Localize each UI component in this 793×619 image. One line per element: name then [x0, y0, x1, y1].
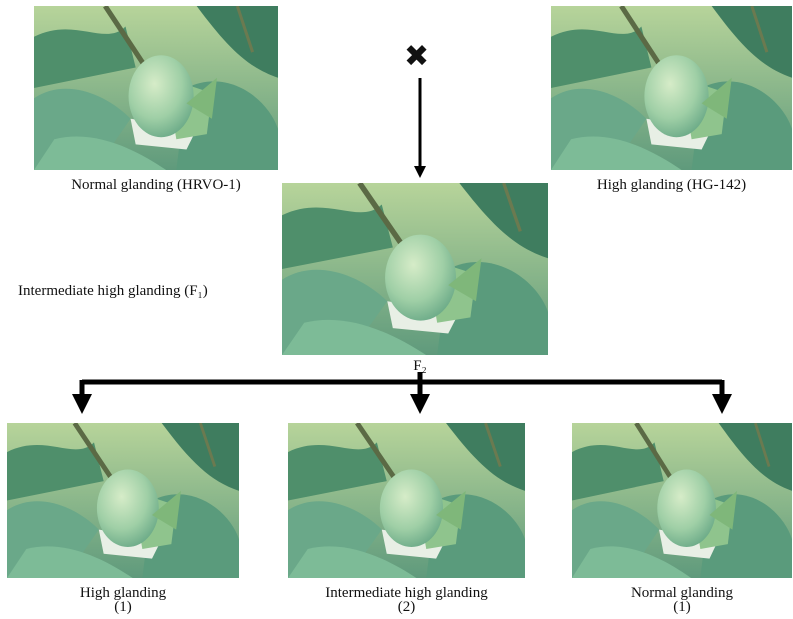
offspring-ratio: (1): [7, 600, 239, 614]
offspring-intermediate-photo: [288, 423, 525, 578]
offspring-caption: Normal glanding (1): [572, 586, 792, 614]
offspring-caption: Intermediate high glanding (2): [288, 586, 525, 614]
offspring-label: Intermediate high glanding: [288, 586, 525, 600]
offspring-ratio: (2): [288, 600, 525, 614]
cotton-boll-image: [572, 423, 792, 578]
offspring-caption: High glanding (1): [7, 586, 239, 614]
offspring-ratio: (1): [572, 600, 792, 614]
cotton-boll-image: [7, 423, 239, 578]
offspring-normal-photo: [572, 423, 792, 578]
offspring-high-photo: [7, 423, 239, 578]
offspring-label: Normal glanding: [572, 586, 792, 600]
cotton-boll-image: [288, 423, 525, 578]
offspring-label: High glanding: [7, 586, 239, 600]
